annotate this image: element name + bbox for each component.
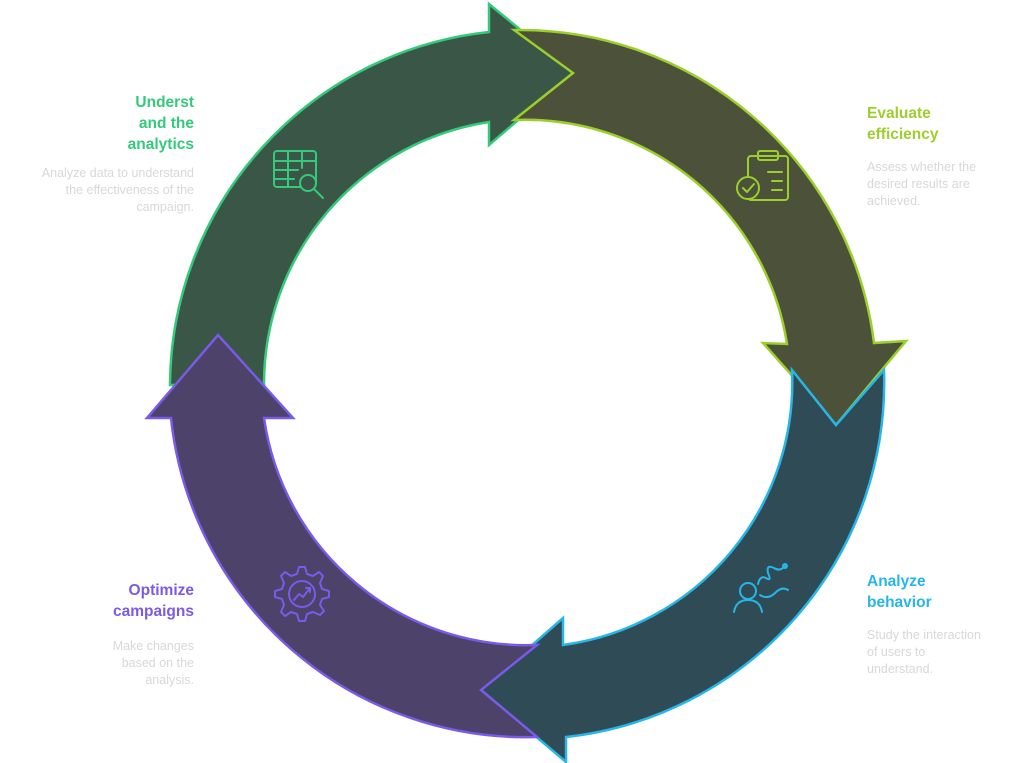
clipboard-check-icon: [736, 150, 789, 201]
step-label-understand: Underst and the analytics Analyze data t…: [0, 92, 194, 216]
step-label-optimize: Optimize campaigns Make changes based on…: [0, 580, 194, 689]
step-description: Make changes based on the analysis.: [112, 639, 194, 687]
table-search-icon: [273, 150, 324, 199]
arrow-analyze: [479, 366, 886, 763]
step-title: Underst and the analytics: [127, 94, 194, 153]
arrow-evaluate: [510, 28, 909, 427]
step-title: Evaluate efficiency: [867, 105, 939, 143]
step-description: Analyze data to understand the effective…: [41, 166, 194, 214]
step-title: Optimize campaigns: [113, 582, 194, 620]
step-description: Study the interaction of users to unders…: [867, 628, 981, 676]
user-path-icon: [733, 563, 789, 613]
step-title: Analyze behavior: [867, 573, 932, 611]
arrow-optimize: [144, 333, 541, 739]
step-label-evaluate: Evaluate efficiency Assess whether the d…: [867, 103, 1017, 210]
step-label-analyze: Analyze behavior Study the interaction o…: [867, 571, 1017, 678]
arrow-understand: [168, 1, 575, 387]
gear-trend-icon: [274, 566, 330, 622]
step-description: Assess whether the desired results are a…: [867, 160, 977, 208]
